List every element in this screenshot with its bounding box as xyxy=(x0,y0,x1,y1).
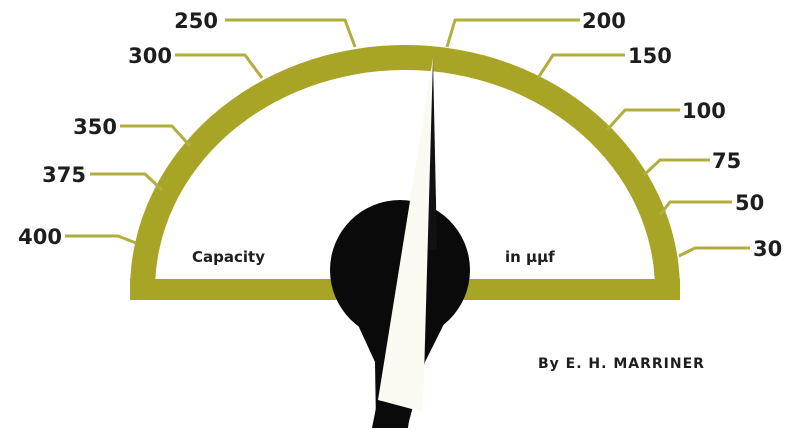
leader-line-150 xyxy=(538,55,625,78)
leader-line-250 xyxy=(225,20,355,47)
caption-capacity: Capacity xyxy=(192,248,265,266)
scale-label-100: 100 xyxy=(682,99,726,123)
scale-label-375: 375 xyxy=(42,163,86,187)
leader-line-350 xyxy=(120,126,190,146)
leader-line-100 xyxy=(607,110,680,130)
leader-line-200 xyxy=(447,20,580,47)
byline: By E. H. MARRINER xyxy=(538,356,705,372)
scale-label-250: 250 xyxy=(174,9,218,33)
scale-label-300: 300 xyxy=(128,44,172,68)
leader-line-75 xyxy=(644,160,710,175)
scale-label-200: 200 xyxy=(582,9,626,33)
scale-label-50: 50 xyxy=(735,191,764,215)
scale-label-75: 75 xyxy=(712,149,741,173)
leader-line-300 xyxy=(175,55,262,78)
scale-label-400: 400 xyxy=(18,225,62,249)
leader-line-375 xyxy=(90,174,162,190)
caption-units: in μμf xyxy=(505,248,555,266)
leader-line-50 xyxy=(660,202,732,215)
leader-line-30 xyxy=(679,248,750,256)
scale-label-350: 350 xyxy=(73,115,117,139)
scale-label-150: 150 xyxy=(628,44,672,68)
scale-label-30: 30 xyxy=(753,237,782,261)
leader-line-400 xyxy=(65,236,136,243)
